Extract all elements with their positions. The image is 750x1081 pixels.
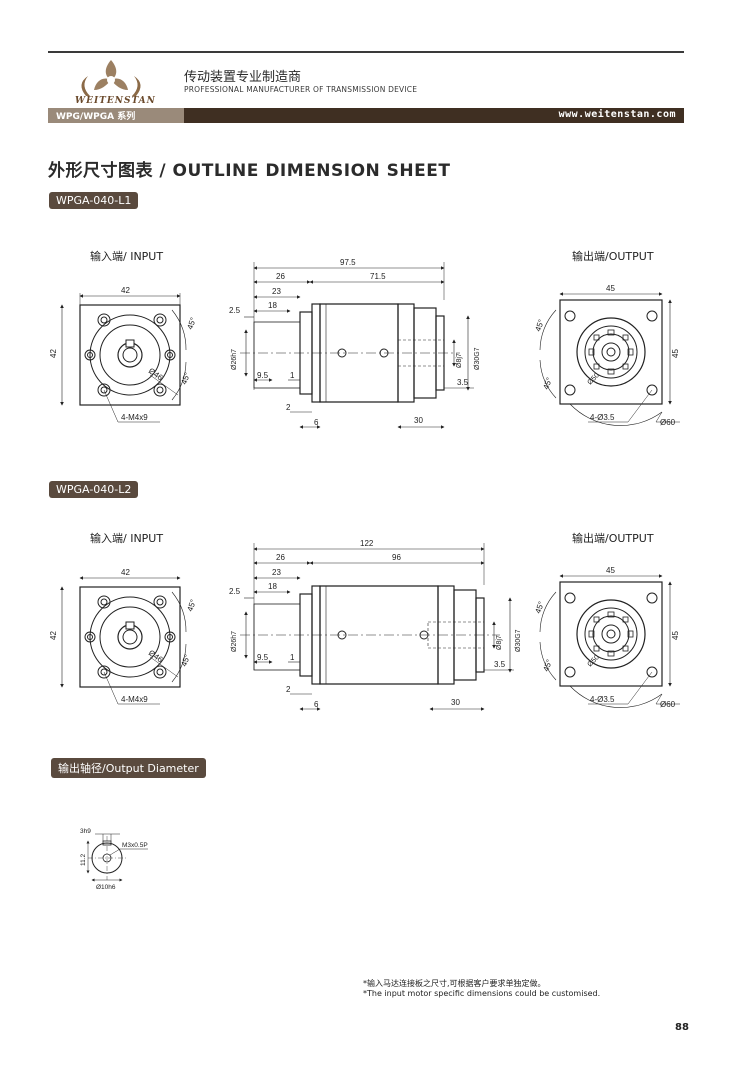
dim-input-angle-a-l1: 45° [185, 316, 198, 330]
dim-input-angle-a-l2: 45° [185, 598, 198, 612]
dim-18-l1: 18 [268, 301, 277, 310]
output-diameter-tag: 输出轴径/Output Diameter [51, 758, 206, 778]
dim-overall-l2: 122 [360, 539, 374, 548]
dim-dia30-l2: Ø30G7 [515, 629, 522, 652]
dim-26-l1: 26 [276, 272, 285, 281]
dim-dia8-l1: Ø8j7 [456, 353, 463, 368]
dim-body-l1: 71.5 [370, 272, 386, 281]
dim-output-holes-l1: 4-Ø3.5 [590, 413, 615, 422]
output-diameter-detail [86, 833, 148, 882]
input-view-l1 [60, 293, 187, 423]
dim-output-height-l2: 45 [671, 631, 680, 640]
note-cn: *输入马达连接板之尺寸,可根据客户要求单独定做。 [363, 979, 546, 988]
dim-body-l2: 96 [392, 553, 401, 562]
model-tag-l1: WPGA-040-L1 [49, 192, 139, 209]
series-label: WPG/WPGA 系列 [56, 112, 136, 122]
dim-18-l2: 18 [268, 582, 277, 591]
dim-2-l1: 2 [286, 403, 291, 412]
dim-input-holes-l1: 4-M4x9 [121, 413, 148, 422]
dim-input-holes-l2: 4-M4x9 [121, 695, 148, 704]
dim-2-5-l2: 2.5 [229, 587, 241, 596]
dim-9-5-l1: 9.5 [257, 371, 269, 380]
output-label-l1: 输出端/OUTPUT [572, 250, 654, 263]
input-view-l2 [60, 576, 187, 705]
dim-input-width-l1: 42 [121, 286, 130, 295]
dim-input-angle-b-l2: 45° [179, 653, 192, 667]
company-title-en: PROFESSIONAL MANUFACTURER OF TRANSMISSIO… [184, 85, 418, 94]
detail-dia-dim: Ø10h6 [96, 884, 116, 891]
dim-output-holes-l2: 4-Ø3.5 [590, 695, 615, 704]
dim-30-l1: 30 [414, 416, 423, 425]
dim-output-dia60-l1: Ø60 [660, 418, 676, 427]
website-bar: www.weitenstan.com [184, 108, 684, 123]
dim-2-5-l1: 2.5 [229, 306, 241, 315]
dim-input-width-l2: 42 [121, 568, 130, 577]
dim-1-l2: 1 [290, 653, 295, 662]
dim-23-l1: 23 [272, 287, 281, 296]
dim-dia30-l1: Ø30G7 [474, 347, 481, 370]
detail-thread-dim: M3x0.5P [122, 842, 148, 849]
dim-dia26-l2: Ø26h7 [231, 631, 238, 652]
dim-3-5-l2: 3.5 [494, 660, 506, 669]
dim-2-l2: 2 [286, 685, 291, 694]
dim-output-width-l1: 45 [606, 284, 615, 293]
note-en: *The input motor specific dimensions cou… [363, 989, 601, 998]
detail-key-dim: 3h9 [80, 828, 91, 835]
header-rule [48, 51, 684, 53]
dim-output-angle-a-l1: 45° [533, 318, 546, 332]
sheet-title: 外形尺寸图表 / OUTLINE DIMENSION SHEET [48, 161, 451, 181]
dim-6-l1: 6 [314, 418, 319, 427]
dim-30-l2: 30 [451, 698, 460, 707]
side-view-l1 [240, 262, 474, 429]
dim-dia26-l1: Ø26h7 [231, 349, 238, 370]
dim-output-dia60-l2: Ø60 [660, 700, 676, 709]
dim-26-l2: 26 [276, 553, 285, 562]
page-number: 88 [675, 1022, 689, 1033]
dim-9-5-l2: 9.5 [257, 653, 269, 662]
dim-23-l2: 23 [272, 568, 281, 577]
brand-logo-icon [81, 60, 141, 96]
dim-output-width-l2: 45 [606, 566, 615, 575]
company-title-cn: 传动装置专业制造商 [184, 70, 302, 85]
model-tag-l2: WPGA-040-L2 [49, 481, 139, 498]
output-label-l2: 输出端/OUTPUT [572, 532, 654, 545]
dim-output-angle-a-l2: 45° [533, 600, 546, 614]
brand-name: WEITENSTAN [75, 96, 156, 106]
input-label-l2: 输入端/ INPUT [90, 532, 164, 545]
dim-output-height-l1: 45 [671, 349, 680, 358]
side-view-l2 [240, 543, 514, 711]
website-link[interactable]: www.weitenstan.com [558, 109, 676, 120]
series-bar: WPG/WPGA 系列 [48, 108, 184, 123]
input-label-l1: 输入端/ INPUT [90, 250, 164, 263]
dim-dia8-l2: Ø8j7 [496, 635, 503, 650]
dim-output-angle-b-l1: 45° [541, 376, 554, 390]
dim-6-l2: 6 [314, 700, 319, 709]
dim-3-5-l1: 3.5 [457, 378, 469, 387]
dim-input-height-l2: 42 [49, 631, 58, 640]
dim-output-angle-b-l2: 45° [541, 658, 554, 672]
detail-height-dim: 11.2 [80, 853, 87, 866]
dim-input-dia-l2: Ø46 [147, 648, 165, 664]
output-view-l2 [539, 574, 680, 708]
dim-input-height-l1: 42 [49, 349, 58, 358]
dim-1-l1: 1 [290, 371, 295, 380]
output-view-l1 [539, 292, 680, 426]
dim-input-angle-b-l1: 45° [179, 371, 192, 385]
dim-overall-l1: 97.5 [340, 258, 356, 267]
dim-input-dia-l1: Ø46 [147, 366, 165, 382]
